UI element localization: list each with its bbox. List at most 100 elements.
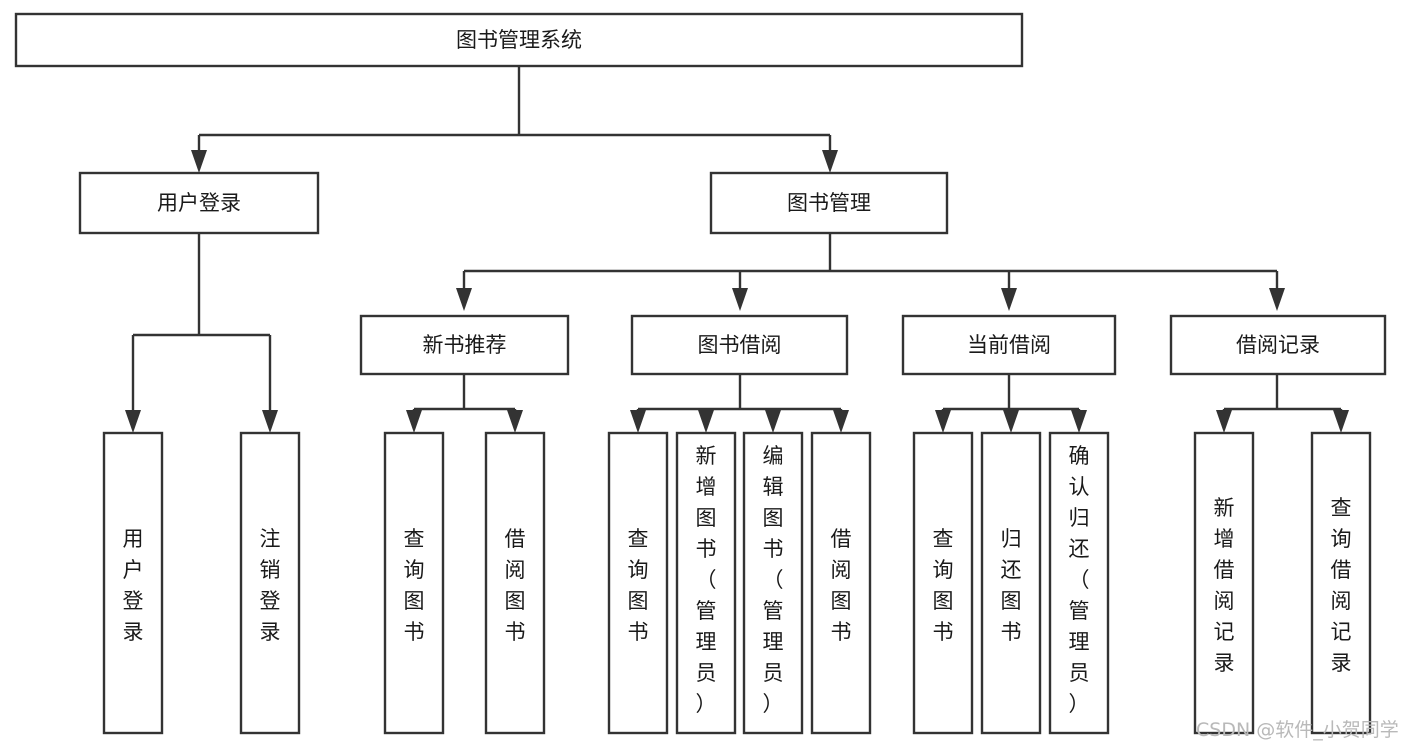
arrow-head-icon (456, 288, 472, 311)
node-leaf-query-book-2[interactable]: 查询图书 (607, 431, 669, 735)
arrow-head-icon (191, 150, 207, 173)
label-char: 确 (1069, 444, 1090, 468)
label-char: 销 (260, 558, 281, 582)
label-char: 理 (1069, 630, 1090, 654)
node-box-leaf-return-book[interactable] (980, 431, 1042, 735)
node-box-leaf-add-book[interactable] (675, 431, 737, 735)
label-char: 书 (1001, 620, 1022, 644)
node-box-leaf-query-record[interactable] (1310, 431, 1372, 735)
node-box-leaf-confirm-return[interactable] (1048, 431, 1110, 735)
label-char: 员 (696, 661, 717, 685)
node-box-book-manage[interactable] (709, 171, 949, 235)
edge-bookmanage-spine (462, 233, 1279, 296)
label-char: 图 (505, 589, 526, 613)
node-label-root: 图书管理系统 (456, 28, 582, 52)
label-char: 借 (1331, 558, 1352, 582)
node-book-manage[interactable]: 图书管理 (709, 171, 949, 235)
node-leaf-add-record[interactable]: 新增借阅记录 (1193, 431, 1255, 735)
node-current-borrow[interactable]: 当前借阅 (901, 314, 1117, 376)
arrow-head-icon (833, 410, 849, 433)
node-box-root[interactable] (14, 12, 1024, 68)
label-char: 书 (763, 537, 784, 561)
node-leaf-edit-book[interactable]: 编辑图书（管理员） (742, 431, 804, 735)
arrow-head-icon (765, 410, 781, 433)
label-char: 增 (696, 475, 717, 499)
node-new-book-recommend[interactable]: 新书推荐 (359, 314, 570, 376)
node-leaf-return-book[interactable]: 归还图书 (980, 431, 1042, 735)
nodes-group: 图书管理系统用户登录图书管理新书推荐图书借阅当前借阅借阅记录用户登录注销登录查询… (14, 12, 1387, 735)
label-char: 登 (123, 589, 144, 613)
node-leaf-borrow-book-1[interactable]: 借阅图书 (484, 431, 546, 735)
label-char: 图 (763, 506, 784, 530)
arrow-head-icon (1216, 410, 1232, 433)
node-label-borrow-record: 借阅记录 (1236, 333, 1320, 357)
arrow-head-icon (507, 410, 523, 433)
label-char: 用 (123, 527, 144, 551)
node-label-current-borrow: 当前借阅 (967, 333, 1051, 357)
arrow-head-icon (698, 410, 714, 433)
label-char: 还 (1001, 558, 1022, 582)
arrow-head-icon (262, 410, 278, 433)
label-char: 图 (1001, 589, 1022, 613)
label-char: 辑 (763, 475, 784, 499)
arrow-head-icon (630, 410, 646, 433)
label-char: 借 (505, 527, 526, 551)
label-char: 阅 (1331, 589, 1352, 613)
label-char: 查 (404, 527, 425, 551)
edge-newbook-spine (412, 374, 517, 423)
node-leaf-query-book-3[interactable]: 查询图书 (912, 431, 974, 735)
node-box-leaf-user-login[interactable] (102, 431, 164, 735)
label-char: 查 (628, 527, 649, 551)
label-char: 理 (763, 630, 784, 654)
node-box-current-borrow[interactable] (901, 314, 1117, 376)
node-label-leaf-return-book: 归还图书 (1001, 527, 1022, 644)
label-char: 新 (1214, 496, 1235, 520)
node-leaf-logout[interactable]: 注销登录 (239, 431, 301, 735)
label-char: ） (1069, 692, 1090, 716)
node-leaf-add-book[interactable]: 新增图书（管理员） (675, 431, 737, 735)
node-box-book-borrow[interactable] (630, 314, 849, 376)
node-user-login[interactable]: 用户登录 (78, 171, 320, 235)
node-box-leaf-add-record[interactable] (1193, 431, 1255, 735)
arrow-head-icon (406, 410, 422, 433)
node-box-new-book-recommend[interactable] (359, 314, 570, 376)
label-char: 还 (1069, 537, 1090, 561)
label-char: 录 (123, 620, 144, 644)
node-leaf-confirm-return[interactable]: 确认归还（管理员） (1048, 431, 1110, 735)
label-char: 理 (696, 630, 717, 654)
arrow-head-icon (935, 410, 951, 433)
label-char: 图 (628, 589, 649, 613)
node-leaf-user-login[interactable]: 用户登录 (102, 431, 164, 735)
label-char: 借 (831, 527, 852, 551)
node-label-book-borrow: 图书借阅 (698, 333, 782, 357)
node-leaf-query-record[interactable]: 查询借阅记录 (1310, 431, 1372, 735)
label-char: 管 (696, 599, 717, 623)
node-box-borrow-record[interactable] (1169, 314, 1387, 376)
node-borrow-record[interactable]: 借阅记录 (1169, 314, 1387, 376)
label-char: 员 (763, 661, 784, 685)
node-box-leaf-edit-book[interactable] (742, 431, 804, 735)
label-char: 图 (696, 506, 717, 530)
node-box-user-login[interactable] (78, 171, 320, 235)
arrow-head-icon (1071, 410, 1087, 433)
label-char: 图 (831, 589, 852, 613)
label-char: 图 (933, 589, 954, 613)
node-box-leaf-query-book-1[interactable] (383, 431, 445, 735)
node-root[interactable]: 图书管理系统 (14, 12, 1024, 68)
label-char: 书 (696, 537, 717, 561)
node-book-borrow[interactable]: 图书借阅 (630, 314, 849, 376)
label-char: 户 (123, 558, 144, 582)
node-box-leaf-query-book-3[interactable] (912, 431, 974, 735)
node-box-leaf-borrow-book-1[interactable] (484, 431, 546, 735)
node-label-leaf-user-login: 用户登录 (123, 527, 144, 644)
label-char: （ (696, 568, 717, 592)
label-char: 管 (763, 599, 784, 623)
node-leaf-query-book-1[interactable]: 查询图书 (383, 431, 445, 735)
node-box-leaf-query-book-2[interactable] (607, 431, 669, 735)
label-char: 询 (404, 558, 425, 582)
node-leaf-borrow-book-2[interactable]: 借阅图书 (810, 431, 872, 735)
label-char: 书 (628, 620, 649, 644)
node-box-leaf-logout[interactable] (239, 431, 301, 735)
node-box-leaf-borrow-book-2[interactable] (810, 431, 872, 735)
